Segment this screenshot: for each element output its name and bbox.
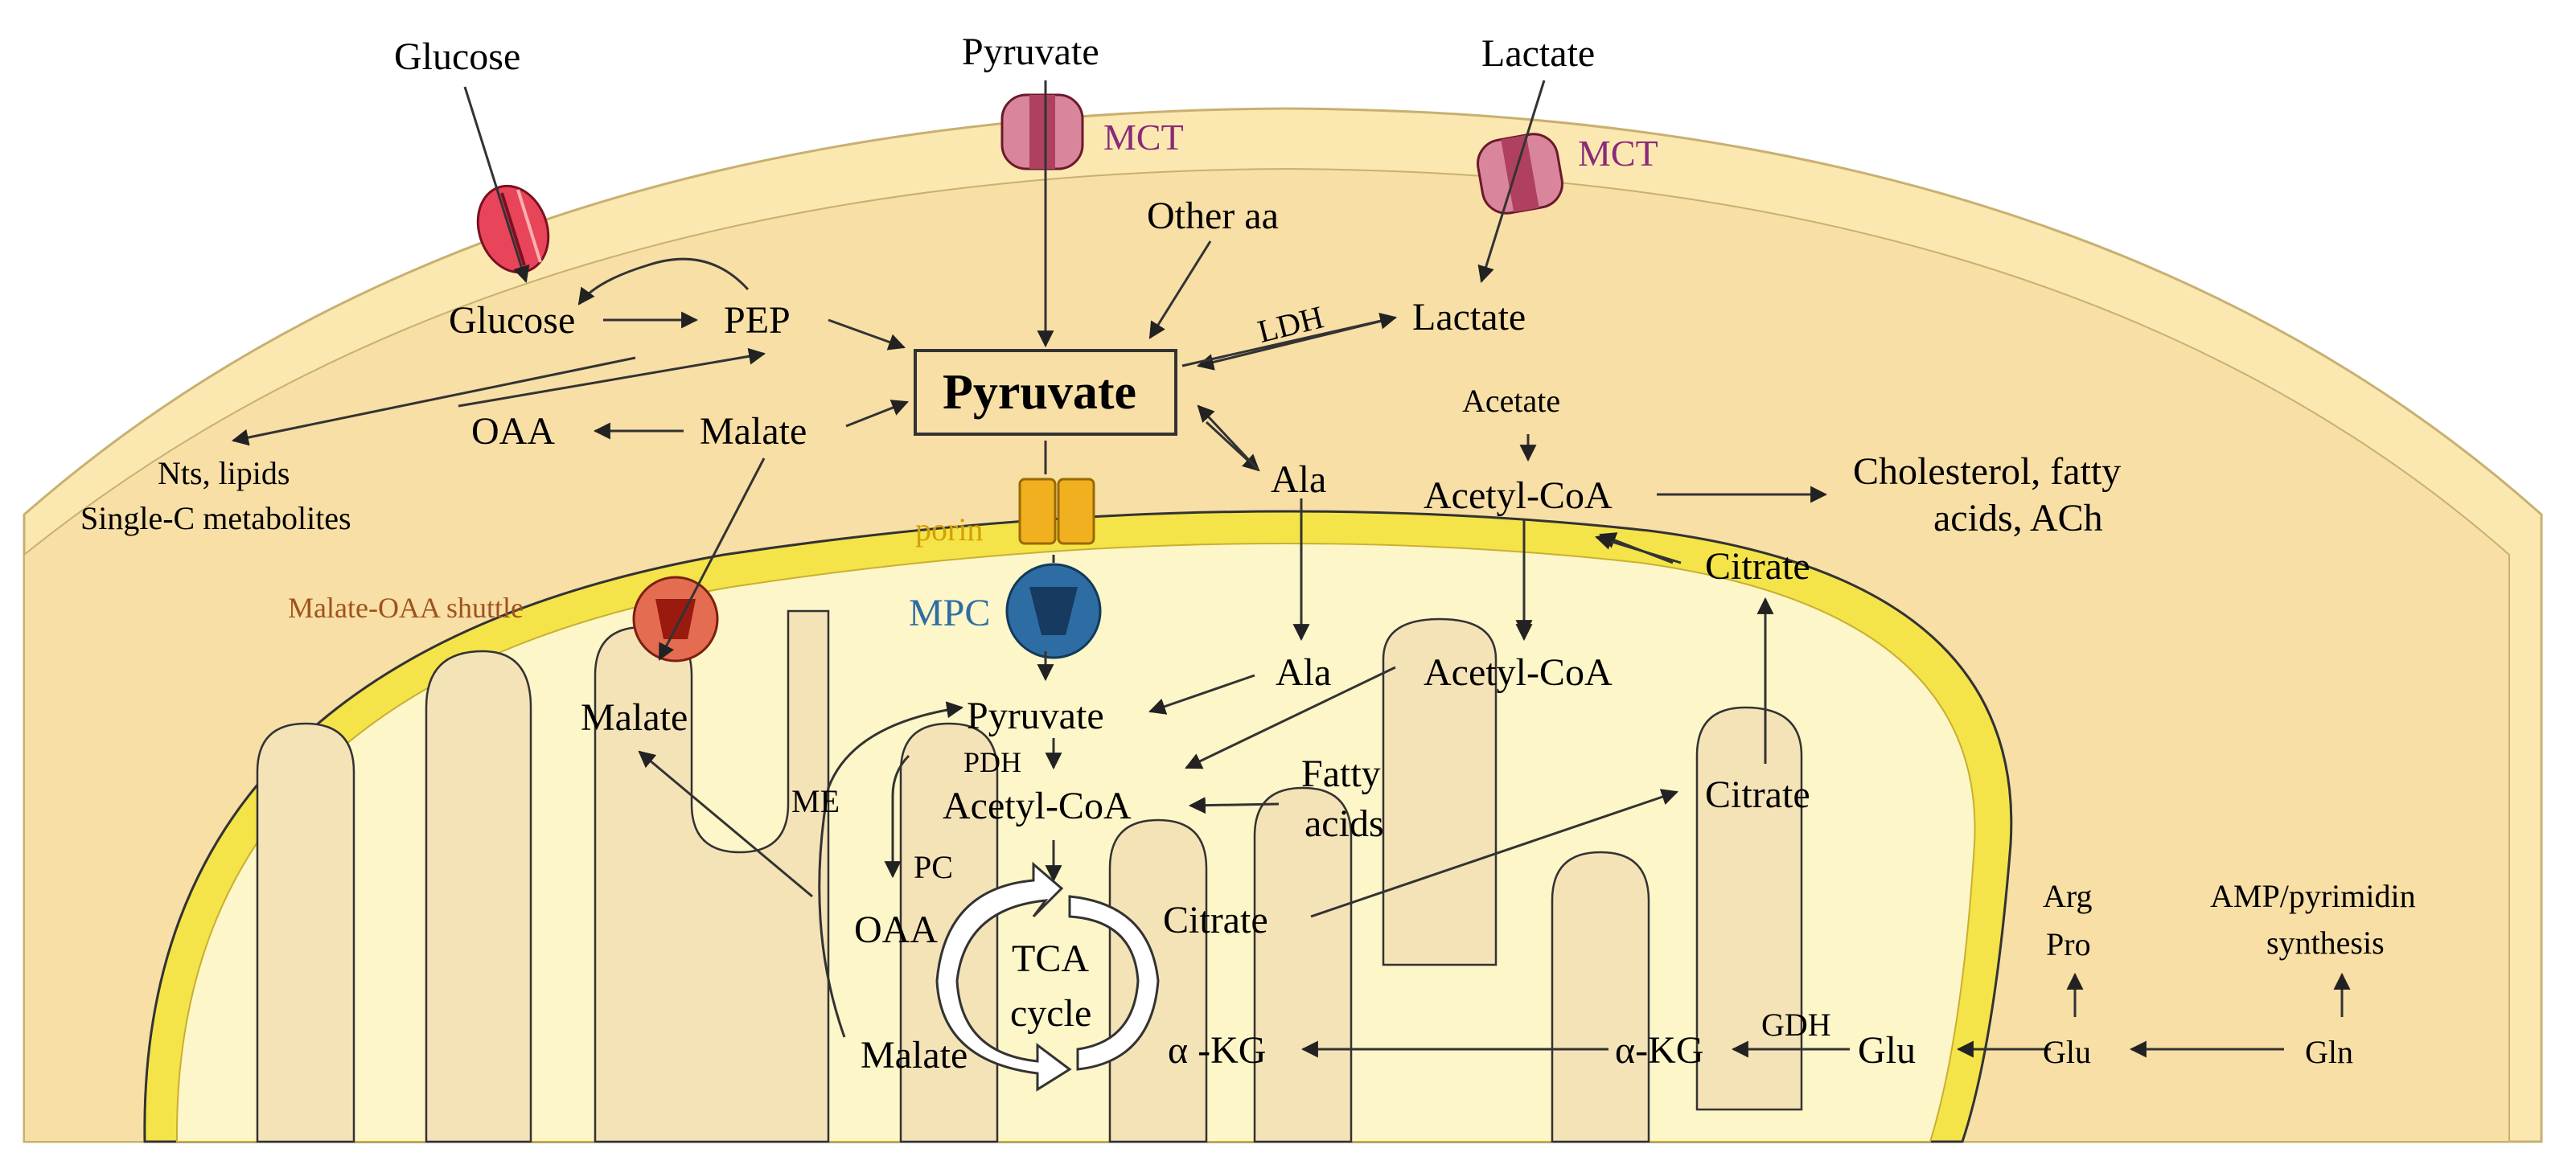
nts-line1: Nts, lipids <box>158 455 290 491</box>
chol-line2: acids, ACh <box>1933 497 2103 539</box>
shuttle-icon <box>632 576 719 662</box>
me: ME <box>791 783 840 819</box>
fatty-line2: acids <box>1304 802 1384 845</box>
pdh: PDH <box>963 746 1021 778</box>
citrate-cyto: Citrate <box>1705 545 1810 588</box>
ala-cyto: Ala <box>1271 458 1326 501</box>
chol-line1: Cholesterol, fatty <box>1853 450 2121 493</box>
pep: PEP <box>724 299 791 342</box>
mct-label-2: MCT <box>1578 133 1658 174</box>
pathway-arrows <box>231 80 2351 1058</box>
glu-2: Glu <box>2043 1034 2091 1070</box>
nts-line2: Single-C metabolites <box>80 500 351 536</box>
acetate: Acetate <box>1462 383 1560 419</box>
pyruvate-box <box>914 349 1177 436</box>
labels: Glucose Pyruvate Lactate MCT MCT Other a… <box>80 31 2416 1077</box>
glucose-cyto: Glucose <box>449 299 575 342</box>
shuttle-label: Malate-OAA shuttle <box>288 592 524 624</box>
pyruvate-external: Pyruvate <box>962 31 1099 73</box>
mct-icon-lactate <box>1477 133 1563 215</box>
cristae <box>256 609 1803 1143</box>
tca-line2: cycle <box>1010 992 1091 1035</box>
malate-mito: Malate <box>861 1034 968 1077</box>
pro: Pro <box>2046 926 2091 962</box>
akg-cyto: α-KG <box>1615 1029 1703 1072</box>
akg-mito: α -KG <box>1168 1029 1266 1072</box>
glu-1: Glu <box>1858 1029 1916 1072</box>
tca-line1: TCA <box>1012 937 1089 980</box>
tca-cycle-arrows <box>935 861 1160 1092</box>
gdh: GDH <box>1761 1007 1831 1043</box>
citrate-mito: Citrate <box>1163 899 1268 941</box>
mpc-label: MPC <box>909 592 990 634</box>
malate-cyto: Malate <box>700 410 807 453</box>
citrate-mito-right: Citrate <box>1705 773 1810 816</box>
porin-label: porin <box>915 511 983 548</box>
arg: Arg <box>2043 878 2092 914</box>
mct-label-1: MCT <box>1103 117 1184 158</box>
fatty-line1: Fatty <box>1301 753 1381 795</box>
oaa-cyto: OAA <box>471 410 555 453</box>
oaa-mito: OAA <box>854 909 938 951</box>
lactate-cyto: Lactate <box>1412 296 1526 338</box>
other-aa: Other aa <box>1147 195 1279 237</box>
ala-mito: Ala <box>1276 651 1331 694</box>
gln: Gln <box>2305 1034 2353 1070</box>
pyruvate-mito: Pyruvate <box>967 695 1104 737</box>
pyruvate-center: Pyruvate <box>943 365 1136 420</box>
acetylcoa-cyto: Acetyl-CoA <box>1424 474 1613 517</box>
acetylcoa-mito: Acetyl-CoA <box>943 785 1132 827</box>
mct-icon-pyruvate <box>1000 93 1084 170</box>
porin-icon <box>1018 478 1095 545</box>
glucose-external: Glucose <box>394 35 520 78</box>
glucose-transporter-icon <box>476 184 550 274</box>
pc: PC <box>914 849 953 885</box>
malate-mito-top: Malate <box>581 696 688 739</box>
acetylcoa-mito-right: Acetyl-CoA <box>1424 651 1613 694</box>
lactate-external: Lactate <box>1481 32 1595 75</box>
mpc-icon <box>1005 563 1102 659</box>
amp-line2: synthesis <box>2266 925 2385 961</box>
amp-line1: AMP/pyrimidin <box>2210 878 2416 914</box>
